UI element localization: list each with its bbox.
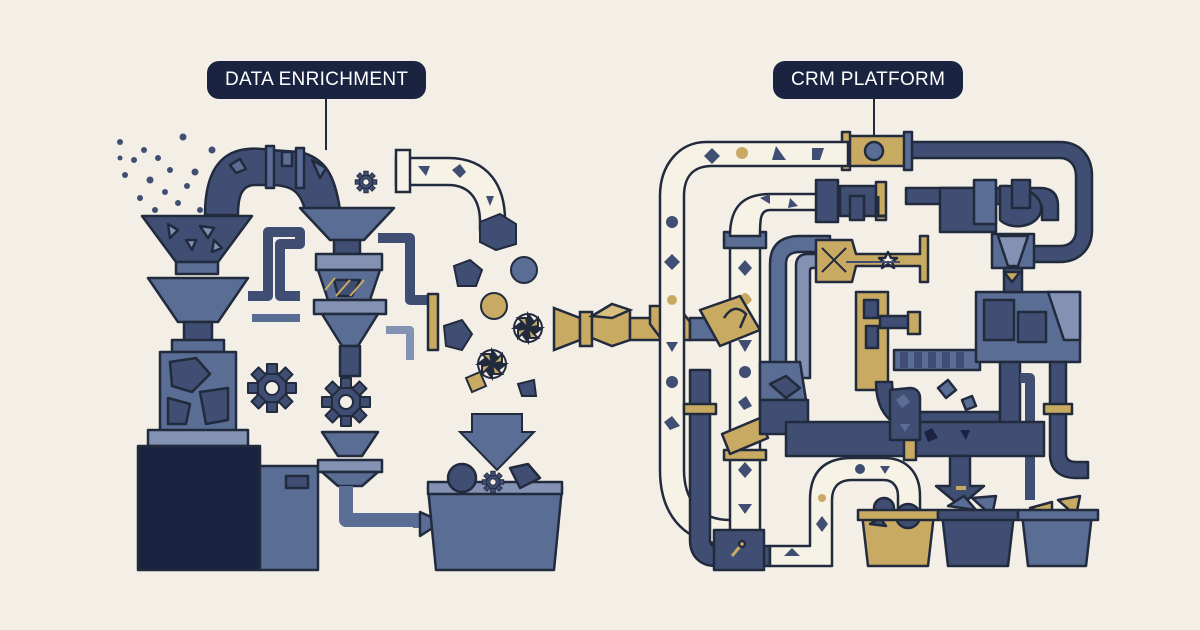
gear-icon bbox=[246, 362, 298, 414]
input-particles bbox=[117, 133, 216, 213]
output-bin-slate bbox=[1020, 512, 1094, 568]
hopper-middle bbox=[146, 276, 250, 324]
crm-platform-machine bbox=[658, 99, 1100, 572]
hopper-top bbox=[140, 214, 254, 264]
gear-icon bbox=[320, 376, 372, 428]
falling-shapes bbox=[442, 212, 543, 472]
output-bin bbox=[426, 486, 564, 572]
funnel-right bbox=[298, 206, 396, 242]
data-enrichment-label: DATA ENRICHMENT bbox=[207, 61, 427, 99]
output-bin-navy bbox=[940, 512, 1016, 568]
crm-platform-label: CRM PLATFORM bbox=[773, 61, 964, 99]
machine-base bbox=[136, 444, 262, 572]
down-arrow-icon bbox=[457, 413, 537, 472]
data-enrichment-machine bbox=[117, 99, 564, 572]
